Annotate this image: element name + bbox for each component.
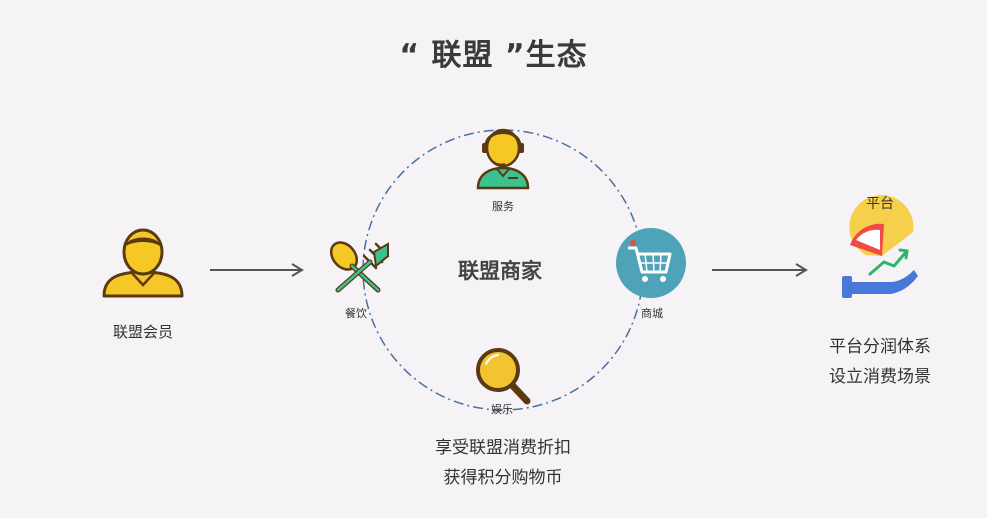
platform-chart-hand-icon [842, 194, 918, 298]
platform-line-2: 设立消费场景 [829, 367, 931, 387]
page-title: “ 联盟 ”生态 [399, 38, 588, 73]
service-label: 服务 [492, 200, 514, 213]
entertainment-magnifier-icon [476, 348, 531, 405]
entertainment-label: 娱乐 [491, 403, 513, 416]
member-label: 联盟会员 [112, 323, 173, 341]
benefit-line-1: 享受联盟消费折扣 [435, 438, 571, 458]
platform-title: 平台 [866, 196, 894, 212]
arrow-member-to-alliance [210, 263, 304, 277]
mall-label: 商城 [641, 307, 663, 320]
service-person-icon [476, 128, 530, 190]
platform-description: 平台分润体系 设立消费场景 [800, 332, 960, 392]
member-benefits: 享受联盟消费折扣 获得积分购物币 [403, 433, 603, 493]
member-user-icon [102, 228, 184, 298]
dining-label: 餐饮 [345, 307, 367, 320]
mall-cart-icon [616, 228, 686, 298]
alliance-merchants-label: 联盟商家 [458, 259, 542, 283]
arrow-alliance-to-platform [712, 263, 808, 277]
benefit-line-2: 获得积分购物币 [443, 468, 563, 488]
platform-line-1: 平台分润体系 [829, 337, 931, 357]
dining-fork-spoon-icon [329, 241, 390, 293]
